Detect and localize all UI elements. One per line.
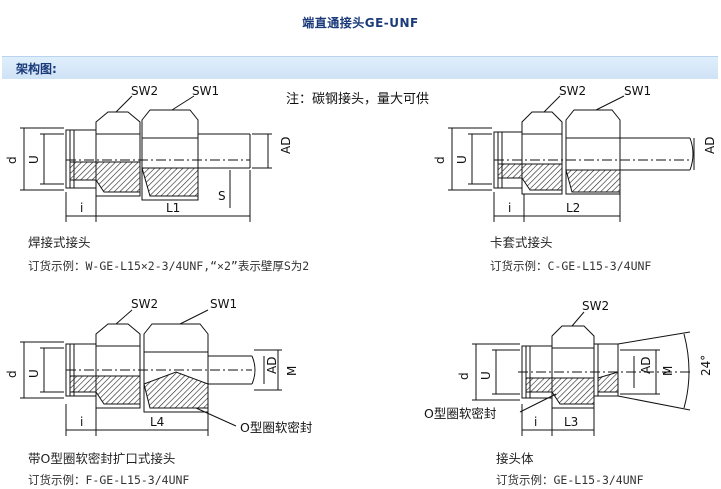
fig1-s-label: S	[218, 189, 226, 203]
fig2-ad-label: AD	[703, 137, 717, 154]
fig2-caption: 卡套式接头	[490, 235, 553, 250]
section-header: 架构图:	[2, 56, 718, 79]
fig2-i-label: i	[508, 201, 511, 215]
fig1-sw1-label: SW1	[192, 84, 219, 98]
fig1-order-example: 订货示例：W-GE-L15×2-3/4UNF,“×2”表示壁厚S为2	[28, 259, 310, 273]
fig1-ad-label: AD	[279, 137, 293, 154]
fig2-length-label: L2	[566, 201, 580, 215]
fig3-ad-label: AD	[265, 357, 279, 374]
fig3-i-label: i	[80, 415, 83, 429]
page-title: 端直通接头GE-UNF	[302, 16, 419, 30]
fig4-length-label: L3	[564, 415, 578, 429]
fig4-ad-label: AD	[639, 357, 653, 374]
figure-body	[472, 311, 691, 436]
fig3-d-label: d	[5, 370, 19, 378]
fig3-caption: 带O型圈软密封扩口式接头	[28, 451, 176, 466]
fig2-u-label: U	[455, 155, 469, 164]
fig4-d-label: d	[457, 372, 471, 380]
fig1-i-label: i	[80, 201, 83, 215]
figure-bite-type	[448, 95, 695, 222]
fig4-oring-label: O型圈软密封	[424, 406, 496, 421]
fig1-sw2-label: SW2	[131, 84, 158, 98]
fig1-caption: 焊接式接头	[28, 235, 91, 250]
fig3-length-label: L4	[150, 415, 164, 429]
figure-welded	[20, 95, 272, 222]
material-note: 注：碳钢接头，量大可供	[286, 92, 430, 107]
fig4-angle-label: 24°	[699, 355, 713, 376]
fig3-sw1-label: SW1	[210, 297, 237, 311]
fig4-order-example: 订货示例：GE-L15-3/4UNF	[496, 473, 644, 487]
fig2-sw2-label: SW2	[559, 84, 586, 98]
fig1-u-label: U	[27, 155, 41, 164]
fig4-i-label: i	[534, 415, 537, 429]
fig1-d-label: d	[5, 156, 19, 164]
fig2-order-example: 订货示例：C-GE-L15-3/4UNF	[490, 259, 652, 273]
fig2-sw1-label: SW1	[624, 84, 651, 98]
fig3-m-label: M	[285, 366, 299, 376]
fig3-oring-label: O型圈软密封	[240, 420, 312, 435]
fig4-caption: 接头体	[496, 451, 534, 466]
fig3-sw2-label: SW2	[131, 297, 158, 311]
fig2-d-label: d	[433, 156, 447, 164]
fig4-m-label: M	[661, 366, 675, 376]
figure-oring-flared	[20, 309, 282, 436]
section-label: 架构图:	[16, 62, 57, 76]
fig4-u-label: U	[479, 371, 493, 380]
fig3-order-example: 订货示例：F-GE-L15-3/4UNF	[28, 473, 190, 487]
fig4-sw2-label: SW2	[582, 299, 609, 313]
fig3-u-label: U	[27, 369, 41, 378]
fig1-length-label: L1	[166, 201, 180, 215]
